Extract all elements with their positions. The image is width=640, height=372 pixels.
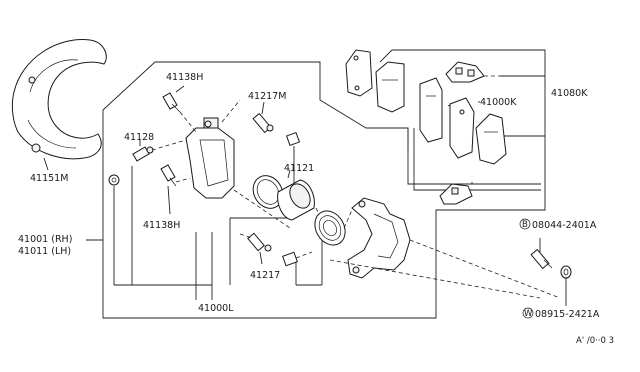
- bolt-label: 08044-2401A: [532, 220, 597, 231]
- diagram-code: A' /0··0 3: [576, 336, 614, 346]
- sleeve-bottom-label: 41217: [250, 270, 280, 281]
- dust-shield-part[interactable]: [11, 39, 107, 160]
- pad-shim-upper[interactable]: [345, 49, 373, 97]
- pin-bolt-top-part[interactable]: [162, 92, 181, 113]
- pad-shim-lower[interactable]: [375, 61, 405, 113]
- piston-seal-label: 41121: [284, 163, 314, 174]
- sleeve-top-label: 41217M: [248, 91, 286, 102]
- torque-member-part[interactable]: [347, 197, 411, 279]
- mounting-bolt-part[interactable]: [530, 248, 553, 270]
- pin-bolt-bottom-label: 41138H: [143, 220, 180, 231]
- pad-kit-label: 41080K: [551, 88, 588, 99]
- washer-part[interactable]: [560, 265, 572, 279]
- pin-bolt-bottom-part[interactable]: [160, 164, 177, 187]
- brake-pad-right[interactable]: [475, 113, 507, 165]
- caliper-assembly-frame: [86, 49, 546, 319]
- piston-boot-part[interactable]: [309, 205, 351, 250]
- anti-squeal-clip[interactable]: [445, 61, 485, 83]
- brake-pad-left[interactable]: [419, 77, 443, 143]
- bleeder-screw-part[interactable]: [132, 146, 154, 162]
- sleeve-boot-part[interactable]: [285, 131, 301, 147]
- bolt-prefix: B: [522, 220, 528, 230]
- hex-nut-part[interactable]: [108, 174, 120, 186]
- pin-bolt-top-label: 41138H: [166, 72, 203, 83]
- pad-set-label: 41000K: [480, 97, 517, 108]
- caliper-body-part[interactable]: [185, 117, 235, 199]
- sleeve-bottom-part[interactable]: [247, 232, 272, 252]
- piston-part[interactable]: [277, 179, 315, 221]
- pad-retainer-clip[interactable]: [439, 183, 473, 205]
- dust-shield-label: 41151M: [30, 173, 68, 184]
- caliper-rh-label: 41001 (RH): [18, 234, 72, 245]
- washer-prefix: W: [524, 309, 533, 319]
- caliper-lh-label: 41011 (LH): [18, 246, 71, 257]
- sleeve-top-part[interactable]: [252, 112, 274, 134]
- boot-bottom-part[interactable]: [282, 251, 298, 267]
- brake-pad-center[interactable]: [449, 97, 475, 159]
- caliper-body-label: 41000L: [198, 303, 234, 314]
- bleeder-label: 41128: [124, 132, 154, 143]
- washer-label: 08915-2421A: [535, 309, 600, 320]
- piston-seal-ring-part[interactable]: [247, 170, 288, 213]
